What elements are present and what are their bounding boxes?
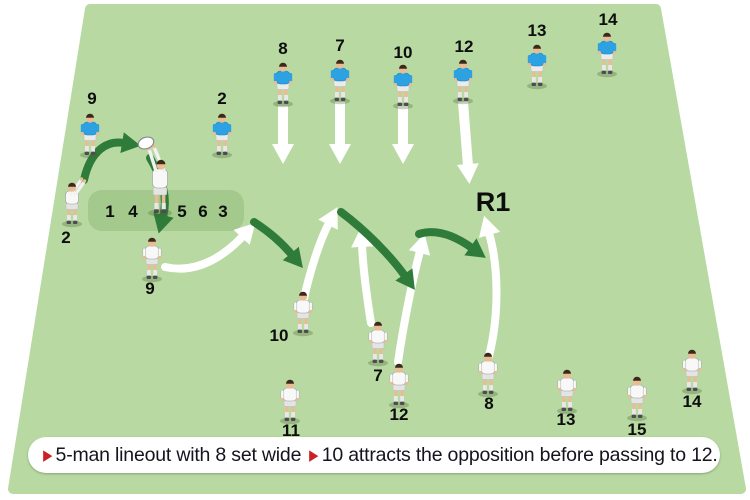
attacker-label-7: 7: [373, 366, 382, 385]
lineout-number: 6: [198, 202, 207, 221]
red-arrow-icon: ▶: [309, 446, 319, 464]
lineout-number: 4: [128, 202, 138, 221]
attacker-run-arrows: [161, 207, 501, 366]
pass-arrow-10-to-12: [337, 208, 415, 290]
lineout-number: 1: [105, 202, 114, 221]
attacker-label-9: 9: [145, 279, 154, 298]
pass-arrow-12-wide: [415, 228, 486, 258]
lineout-number: 3: [218, 202, 227, 221]
attacker-figures: [62, 136, 703, 425]
run-arrow-12: [394, 233, 431, 366]
defender-label-2: 2: [217, 89, 226, 108]
defender-label-7: 7: [335, 36, 344, 55]
defender-run-arrow-12: [456, 101, 479, 184]
defender-label-12: 12: [455, 37, 474, 56]
caption-bar: ▶ 5-man lineout with 8 set wide ▶ 10 att…: [28, 437, 720, 473]
attacker-figure-jumper: [137, 136, 172, 217]
attacker-label-11: 11: [282, 421, 300, 440]
run-arrow-7: [351, 227, 375, 327]
defender-label-10: 10: [394, 43, 413, 62]
caption-part1: 5-man lineout with 8 set wide: [55, 443, 302, 466]
red-arrow-icon: ▶: [43, 446, 53, 464]
defender-label-8: 8: [278, 39, 287, 58]
defender-labels: 9 2 8 7 10 12 13 14: [87, 10, 618, 108]
run-arrow-9: [161, 222, 256, 273]
defender-label-14: 14: [599, 10, 618, 29]
attacker-label-8: 8: [484, 394, 493, 413]
attacker-label-12: 12: [390, 405, 409, 424]
run-arrow-8-to-r1: [478, 215, 501, 360]
attacker-label-2: 2: [61, 228, 70, 247]
attacker-labels: 2 9 10 11 7 12 8 13 15 14: [61, 228, 702, 440]
r1-marker: R1: [476, 187, 511, 217]
attacker-label-15: 15: [628, 420, 647, 439]
attacker-label-13: 13: [557, 410, 576, 429]
attacker-figure-2-thrower: [62, 177, 87, 228]
defender-label-9: 9: [87, 89, 96, 108]
caption-part2: 10 attracts the opposition before passin…: [321, 443, 718, 466]
pass-arrow-throw-in: [80, 132, 141, 184]
attacker-label-14: 14: [683, 392, 702, 411]
lineout-number-labels: 1 4 5 6 3: [105, 202, 227, 221]
rugby-ball: [137, 136, 155, 150]
lineout-number: 5: [177, 202, 186, 221]
defender-label-13: 13: [528, 21, 547, 40]
attacker-label-10: 10: [270, 326, 289, 345]
defender-run-arrows: [272, 101, 479, 184]
pass-arrow-9-to-10: [250, 218, 303, 269]
